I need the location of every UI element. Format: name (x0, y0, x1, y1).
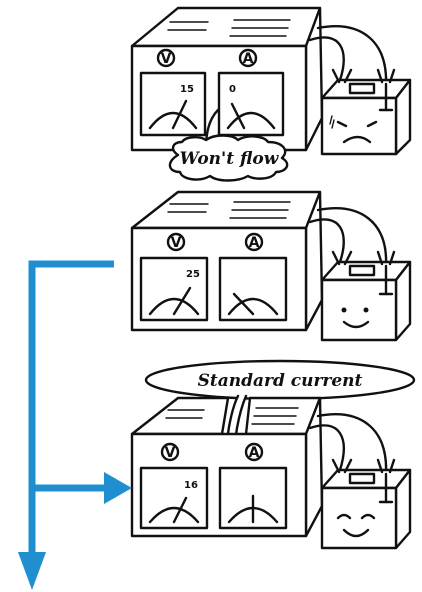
flow-arrow (18, 260, 132, 590)
voltmeter-symbol: V (165, 445, 176, 461)
voltmeter-icon: 15 (139, 71, 207, 137)
ammeter-symbol: A (243, 51, 254, 67)
voltmeter-symbol: V (171, 235, 182, 251)
voltmeter-reading: 25 (186, 269, 200, 280)
clamp-icon (331, 250, 353, 266)
ammeter-icon: 0 (217, 71, 285, 137)
voltmeter-icon: 16 (139, 466, 209, 530)
ammeter-symbol: A (249, 445, 260, 461)
callout-wont-flow: Won't flow (168, 108, 289, 182)
scene-2: V A 25 (130, 190, 412, 342)
ammeter-reading: 0 (229, 84, 236, 95)
scene-1: V A 15 0 (130, 6, 412, 182)
battery-icon (320, 250, 412, 342)
ammeter-icon (218, 256, 288, 322)
battery-icon (320, 458, 412, 550)
voltmeter-symbol: V (161, 51, 172, 67)
clamp-icon (331, 458, 353, 474)
voltmeter-icon: 25 (139, 256, 209, 322)
clamp-icon (331, 68, 353, 84)
ammeter-icon (218, 466, 288, 530)
scene-3: Standard current V A 16 (130, 359, 416, 550)
voltmeter-reading: 16 (184, 480, 198, 491)
battery-icon (320, 68, 412, 156)
ammeter-symbol: A (249, 235, 260, 251)
callout-text: Won't flow (180, 149, 280, 169)
voltmeter-reading: 15 (180, 84, 194, 95)
callout-text: Standard current (198, 371, 363, 391)
